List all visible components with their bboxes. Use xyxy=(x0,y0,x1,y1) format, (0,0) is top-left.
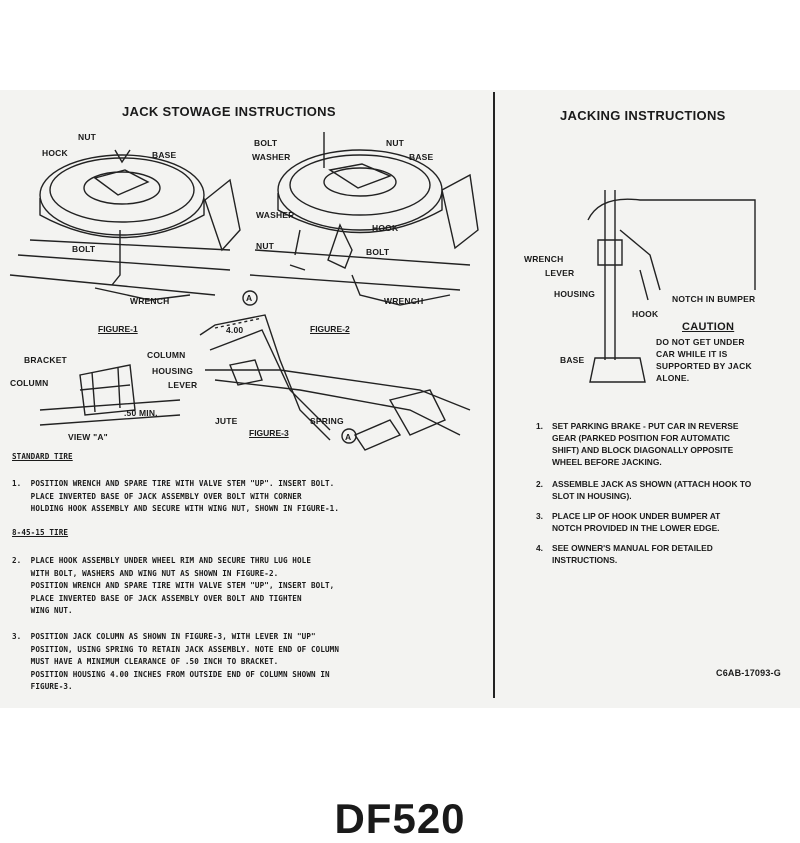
view-bracket-label: BRACKET xyxy=(24,355,67,365)
step-text: ASSEMBLE JACK AS SHOWN (ATTACH HOOK TO S… xyxy=(552,479,752,501)
footer-code: DF520 xyxy=(334,795,466,842)
section-standard-tire-heading: STANDARD TIRE xyxy=(12,452,73,461)
stowage-title: JACK STOWAGE INSTRUCTIONS xyxy=(122,104,336,119)
view-a-illustration xyxy=(39,364,181,426)
step-number: 3. xyxy=(536,511,543,521)
step-text: SET PARKING BRAKE - PUT CAR IN REVERSE G… xyxy=(552,421,739,467)
fig3-column-label: COLUMN xyxy=(147,350,186,360)
caution-title: CAUTION xyxy=(682,321,735,333)
figure1-caption: FIGURE-1 xyxy=(98,324,138,334)
step-number: 1. xyxy=(536,421,543,431)
fig2-washer-top-label: WASHER xyxy=(252,152,291,162)
fig2-nut-top-label: NUT xyxy=(386,138,405,148)
figure3-illustration xyxy=(199,290,471,451)
fig2-bolt-label-lower: BOLT xyxy=(366,247,390,257)
fig2-hook-label: HOOK xyxy=(372,223,399,233)
fig2-base-label: BASE xyxy=(409,152,434,162)
figure2-tire-illustration xyxy=(249,132,479,306)
caution-text: DO NOT GET UNDER CAR WHILE IT IS SUPPORT… xyxy=(656,337,752,383)
fig1-base-label: BASE xyxy=(152,150,177,160)
fig1-nut-label: NUT xyxy=(78,132,97,142)
fig3-dimension: 4.00 xyxy=(226,325,244,335)
fig3-marker: A xyxy=(246,293,253,303)
step-number: 2. xyxy=(536,479,543,489)
view-clearance-label: .50 MIN. xyxy=(124,408,158,418)
jack-housing-label: HOUSING xyxy=(554,289,596,299)
fig2-washer-label: WASHER xyxy=(256,210,295,220)
jack-hook-label: HOOK xyxy=(632,309,659,319)
fig2-bolt-label: BOLT xyxy=(254,138,278,148)
jack-base-label: BASE xyxy=(560,355,585,365)
stowage-step-1: 1. POSITION WRENCH AND SPARE TIRE WITH V… xyxy=(12,479,340,513)
fig1-wrench-label: WRENCH xyxy=(130,296,170,306)
illustrations xyxy=(9,132,756,451)
view-a-caption: VIEW "A" xyxy=(68,432,108,442)
figure3-caption: FIGURE-3 xyxy=(249,428,289,438)
figure2-caption: FIGURE-2 xyxy=(310,324,350,334)
jack-illustration xyxy=(587,190,756,383)
jack-wrench-label: WRENCH xyxy=(524,254,564,264)
step-number: 4. xyxy=(536,543,543,553)
stowage-step-2: 2. PLACE HOOK ASSEMBLY UNDER WHEEL RIM A… xyxy=(12,556,335,615)
fig3-marker-2: A xyxy=(345,432,352,442)
section-8-45-15-tire-heading: 8-45-15 TIRE xyxy=(12,528,69,537)
jacking-title: JACKING INSTRUCTIONS xyxy=(560,108,726,123)
fig3-housing-label: HOUSING xyxy=(152,366,194,376)
jack-notch-label: NOTCH IN BUMPER xyxy=(672,294,756,304)
fig3-jute-label: JUTE xyxy=(215,416,238,426)
stowage-step-3: 3. POSITION JACK COLUMN AS SHOWN IN FIGU… xyxy=(12,632,340,691)
part-number: C6AB-17093-G xyxy=(716,668,781,678)
fig3-lever-label: LEVER xyxy=(168,380,198,390)
fig1-bolt-label: BOLT xyxy=(72,244,96,254)
fig1-hook-label: HOCK xyxy=(42,148,68,158)
fig2-wrench-label: WRENCH xyxy=(384,296,424,306)
step-text: SEE OWNER'S MANUAL FOR DETAILED INSTRUCT… xyxy=(552,543,713,565)
figure1-tire-illustration xyxy=(9,149,241,301)
step-text: PLACE LIP OF HOOK UNDER BUMPER AT NOTCH … xyxy=(552,511,721,533)
jacking-step-3: 3. PLACE LIP OF HOOK UNDER BUMPER AT NOT… xyxy=(536,510,766,536)
jacking-step-2: 2. ASSEMBLE JACK AS SHOWN (ATTACH HOOK T… xyxy=(536,478,766,504)
view-column-label: COLUMN xyxy=(10,378,49,388)
jacking-step-4: 4. SEE OWNER'S MANUAL FOR DETAILED INSTR… xyxy=(536,542,766,568)
fig2-nut-label: NUT xyxy=(256,241,275,251)
jack-lever-label: LEVER xyxy=(545,268,575,278)
column-divider xyxy=(493,92,495,698)
jacking-step-1: 1. SET PARKING BRAKE - PUT CAR IN REVERS… xyxy=(536,420,766,468)
fig3-spring-label: SPRING xyxy=(310,416,344,426)
